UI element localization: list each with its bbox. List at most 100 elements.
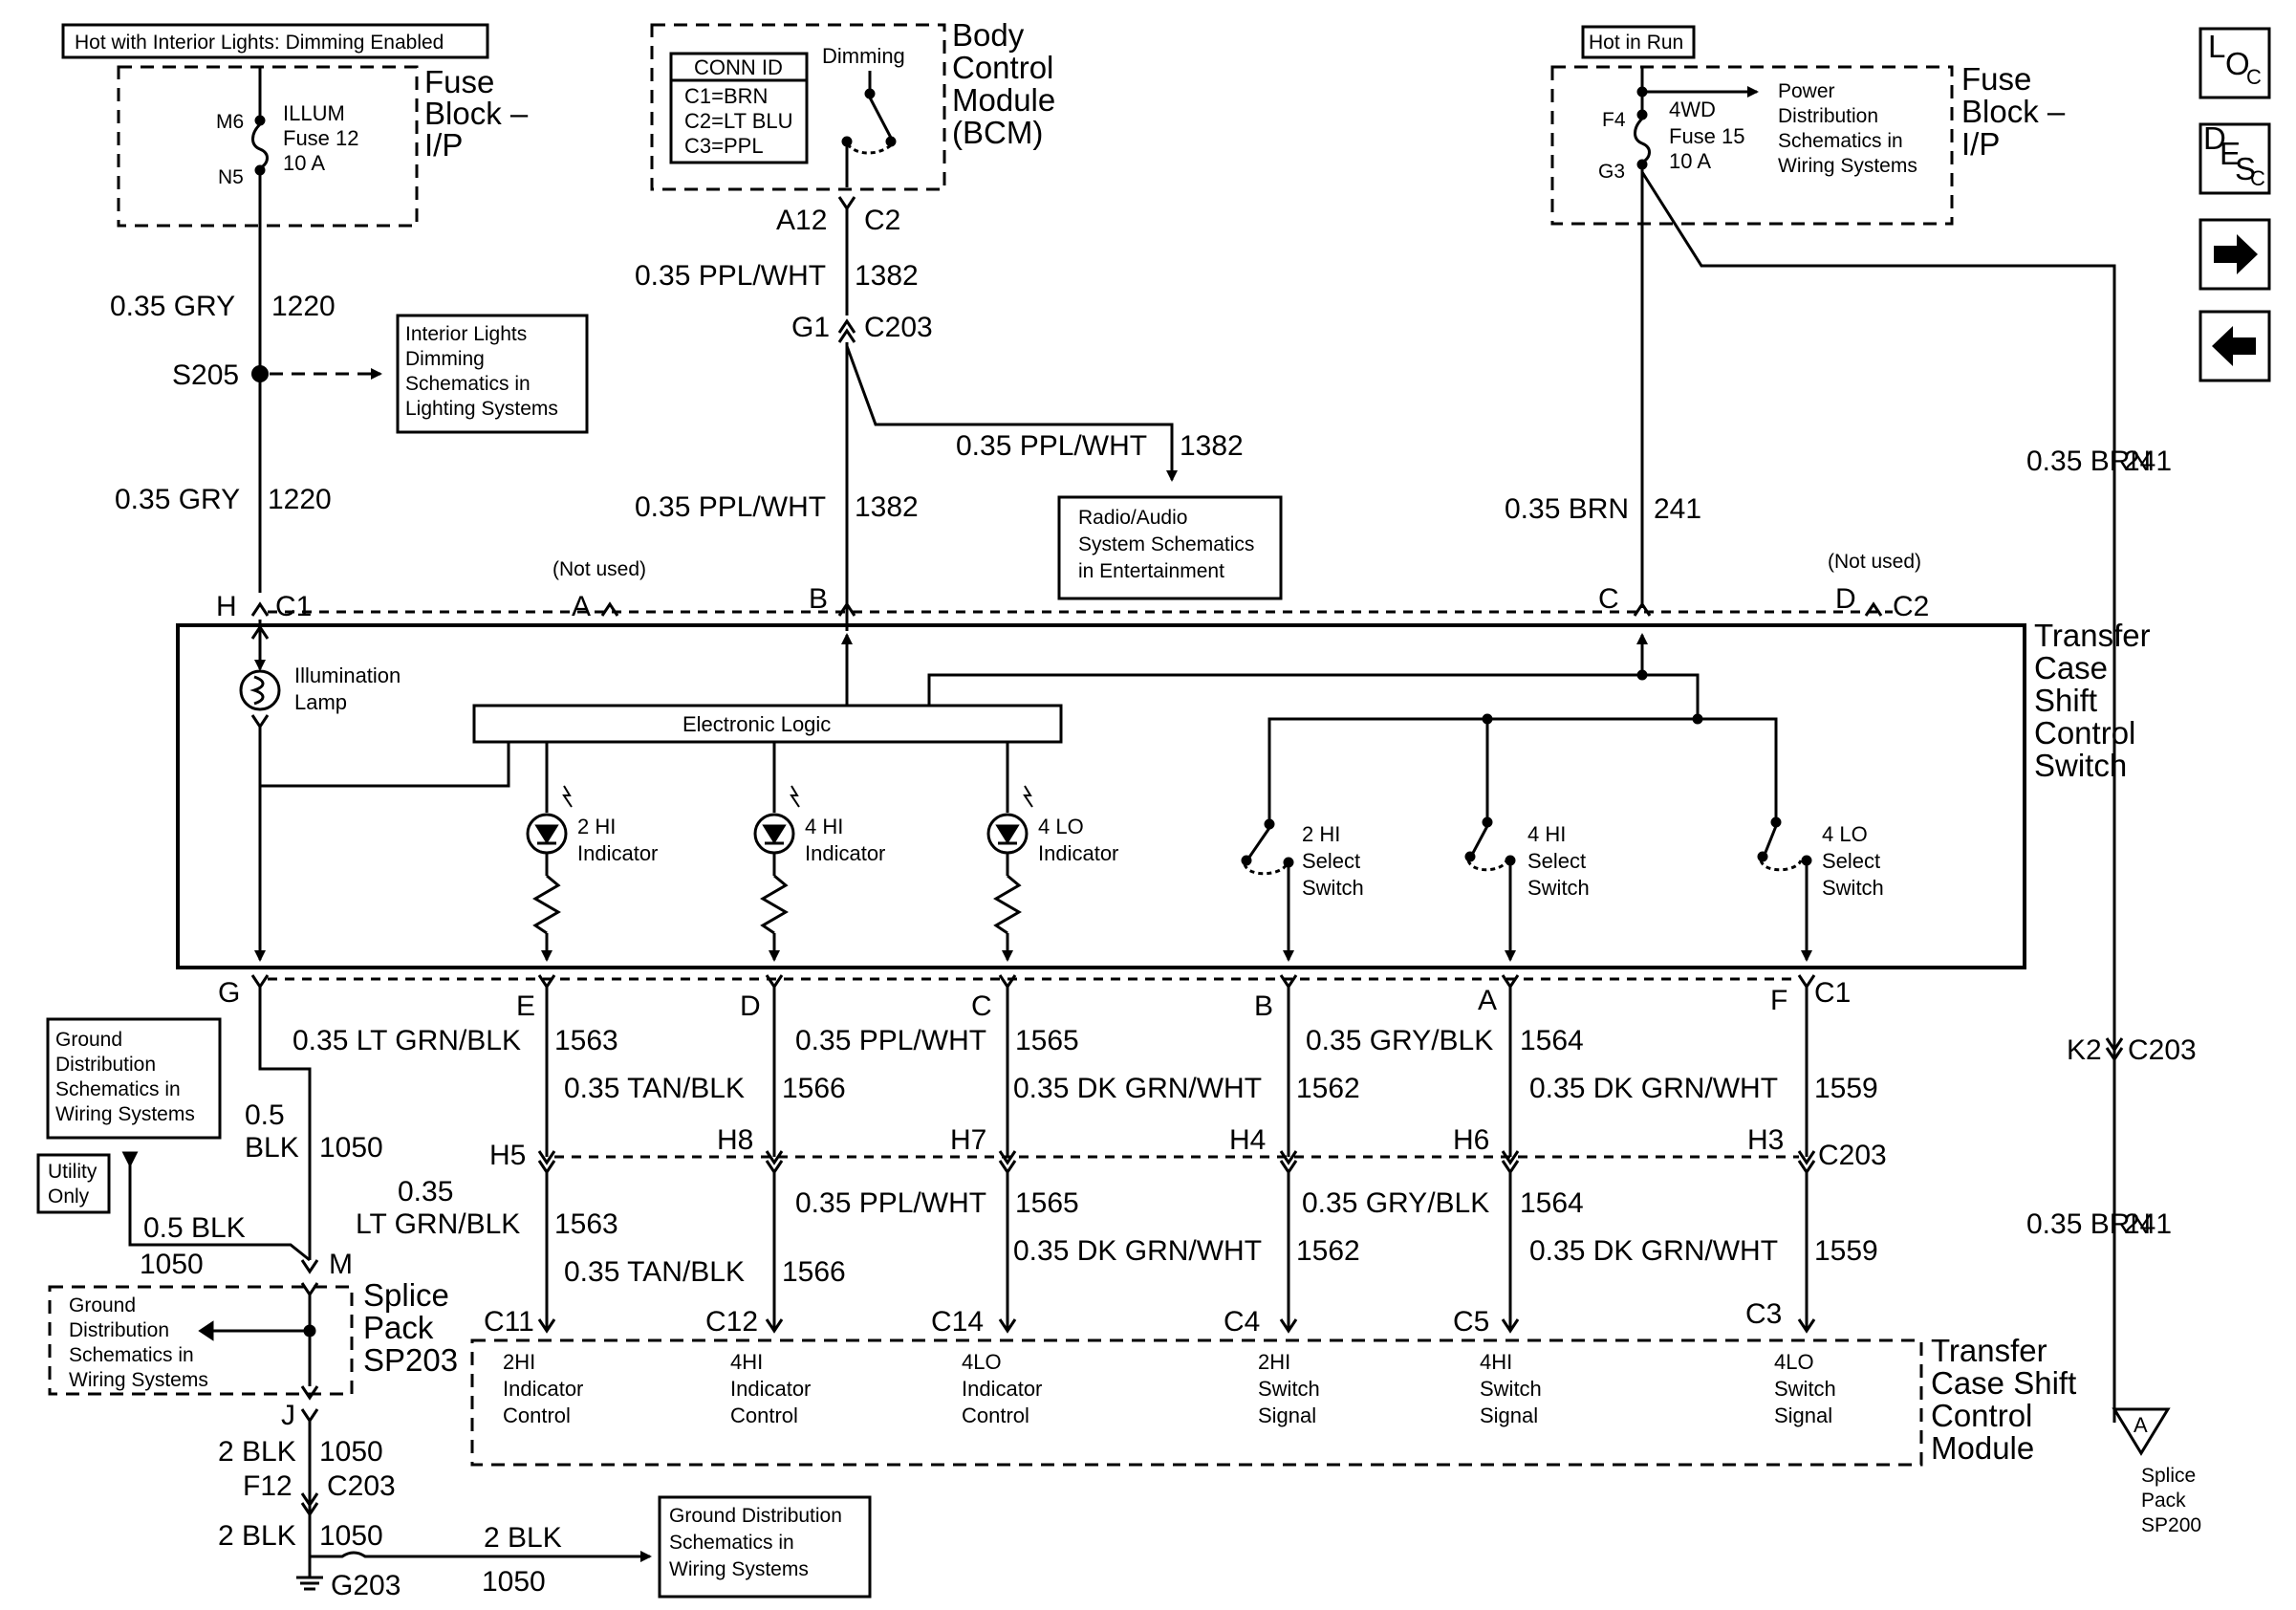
loc-letter-o: O [2225, 46, 2250, 81]
wire-1562-size-a: 0.35 DK GRN/WHT [1013, 1073, 1262, 1104]
loc-button[interactable]: L O C [2199, 27, 2271, 99]
svg-text:(BCM): (BCM) [952, 115, 1043, 150]
indicator-4lo-name: 4 LO [1038, 815, 1084, 838]
bcm-conn-id-table: CONN ID C1=BRN C2=LT BLU C3=PPL [669, 52, 809, 164]
wire-1564-size-a: 0.35 GRY/BLK [1306, 1025, 1493, 1056]
svg-text:Only: Only [48, 1186, 90, 1208]
previous-page-button[interactable] [2199, 310, 2271, 382]
switch-top-terminals [250, 601, 1883, 617]
select-switch-2hi-label2: Switch [1302, 876, 1364, 900]
ref-interior-dimming[interactable]: Interior Lights Dimming Schematics in Li… [396, 314, 589, 434]
c203-top-label: C203 [864, 312, 933, 343]
indicator-4hi-label: Indicator [805, 841, 885, 865]
fuse-15-pin-g3: G3 [1598, 161, 1625, 183]
electronic-logic-block: Electronic Logic [472, 704, 1063, 744]
wire-1220-size-b: 0.35 GRY [115, 484, 240, 515]
bcm-pin-a12: A12 [776, 205, 827, 236]
fuse-15-icon [1634, 67, 1651, 170]
ref-ground-splice[interactable]: Ground Distribution Schematics in Wiring… [69, 1295, 208, 1391]
fuse-block-right-title: Fuse Block – I/P [1961, 61, 2066, 162]
splice-s205-dot [251, 365, 269, 382]
svg-text:Module: Module [1931, 1430, 2034, 1466]
wire-1050-size-a2: BLK [245, 1132, 299, 1164]
select-switch-2hi [1241, 813, 1294, 962]
wire-241-size-b: 0.35 BRN [2026, 446, 2151, 477]
wire-1382-ckt-a: 1382 [855, 260, 919, 292]
svg-text:Radio/Audio: Radio/Audio [1078, 507, 1187, 529]
wire-1050-size-d: 2 BLK [218, 1520, 296, 1552]
wire-1220-ckt-a: 1220 [271, 291, 336, 322]
wire-1562-ckt-b: 1562 [1296, 1235, 1360, 1267]
svg-text:Wiring Systems: Wiring Systems [69, 1369, 208, 1391]
switch-pin-d: D [1835, 583, 1856, 615]
svg-text:Splice: Splice [2141, 1465, 2196, 1487]
select-switch-4hi-label1: Select [1527, 849, 1586, 873]
wire-241-to-splice [1640, 171, 2116, 1423]
svg-text:Schematics in: Schematics in [405, 373, 531, 395]
select-switch-4hi [1464, 813, 1516, 962]
next-page-button[interactable] [2199, 218, 2271, 291]
fuse-12-pin-m6: M6 [216, 111, 244, 133]
svg-text:Control: Control [503, 1403, 571, 1427]
wire-1562-size-b: 0.35 DK GRN/WHT [1013, 1235, 1262, 1267]
wire-1559-ckt-b: 1559 [1814, 1235, 1878, 1267]
select-switch-4lo-label2: Switch [1822, 876, 1884, 900]
indicator-4hi-name: 4 HI [805, 815, 843, 838]
select-switch-4lo-name: 4 LO [1822, 822, 1868, 846]
svg-text:Control: Control [2034, 715, 2135, 751]
illumination-lamp-label: Illumination Lamp [294, 664, 401, 714]
module-label-4lo-switch: 4LO Switch Signal [1774, 1350, 1836, 1427]
module-pin-c12: C12 [705, 1306, 758, 1338]
module-label-2hi-indicator: 2HI Indicator Control [503, 1350, 583, 1427]
c203-pin-h4: H4 [1229, 1124, 1266, 1156]
svg-text:Switch: Switch [1258, 1377, 1320, 1401]
module-pin-c3: C3 [1745, 1298, 1782, 1330]
svg-text:I/P: I/P [1961, 126, 2000, 162]
splice-pack-sp203-title: Splice Pack SP203 [363, 1277, 458, 1378]
svg-text:Schematics in: Schematics in [669, 1532, 794, 1554]
svg-text:Illumination: Illumination [294, 664, 401, 687]
bcm-dimming-label: Dimming [822, 44, 905, 68]
ref-utility-only[interactable]: Utility Only [36, 1153, 111, 1214]
svg-text:2HI: 2HI [1258, 1350, 1290, 1374]
indicator-2hi-label: Indicator [577, 841, 658, 865]
svg-text:Fuse 12: Fuse 12 [283, 126, 359, 150]
wire-1050-size-a1: 0.5 [245, 1099, 285, 1131]
module-pin-c4: C4 [1224, 1306, 1260, 1338]
svg-text:ILLUM: ILLUM [283, 101, 345, 125]
wire-1564-size-b: 0.35 GRY/BLK [1302, 1187, 1489, 1219]
wire-1050-ckt-b: 1050 [140, 1249, 204, 1280]
wire-1563-ckt-b: 1563 [554, 1208, 618, 1240]
ref-ground-top[interactable]: Ground Distribution Schematics in Wiring… [46, 1017, 222, 1140]
c203-k2-connector [2105, 1037, 2124, 1062]
wire-1220-size-a: 0.35 GRY [110, 291, 235, 322]
indicator-4lo [986, 742, 1033, 962]
ref-power-distribution[interactable]: Power Distribution Schematics in Wiring … [1778, 80, 1917, 177]
splice-pack-sp203-box [48, 1285, 354, 1396]
svg-text:Distribution: Distribution [55, 1054, 156, 1076]
ref-ground-bottom[interactable]: Ground Distribution Schematics in Wiring… [658, 1495, 872, 1599]
switch-pin-a-bottom: A [1478, 985, 1497, 1016]
wire-1566-ckt-b: 1566 [782, 1256, 846, 1288]
illumination-lamp [239, 620, 281, 962]
svg-text:10 A: 10 A [1669, 149, 1711, 173]
wire-1566-ckt-a: 1566 [782, 1073, 846, 1104]
loc-letter-l: L [2208, 29, 2225, 64]
svg-text:Fuse 15: Fuse 15 [1669, 124, 1745, 148]
select-switch-4hi-name: 4 HI [1527, 822, 1566, 846]
switch-pin-a: A [572, 591, 591, 622]
c203-g1-connector [837, 318, 856, 343]
svg-text:Switch: Switch [1774, 1377, 1836, 1401]
transfer-case-control-module-title: Transfer Case Shift Control Module [1931, 1333, 2076, 1466]
svg-text:Block –: Block – [424, 96, 529, 131]
ref-radio-audio[interactable]: Radio/Audio System Schematics in Enterta… [1057, 495, 1283, 600]
svg-text:I/P: I/P [424, 127, 463, 163]
svg-text:C2=LT BLU: C2=LT BLU [684, 109, 793, 133]
svg-text:Electronic Logic: Electronic Logic [682, 712, 831, 736]
c203-pin-f12: F12 [243, 1470, 292, 1502]
desc-button[interactable]: D E S C [2199, 120, 2271, 195]
c203-pin-h3: H3 [1747, 1124, 1784, 1156]
bcm-conn-c2: C2 [864, 205, 900, 236]
switch-pin-g: G [218, 977, 240, 1009]
wire-1563-size-a: 0.35 LT GRN/BLK [292, 1025, 521, 1056]
